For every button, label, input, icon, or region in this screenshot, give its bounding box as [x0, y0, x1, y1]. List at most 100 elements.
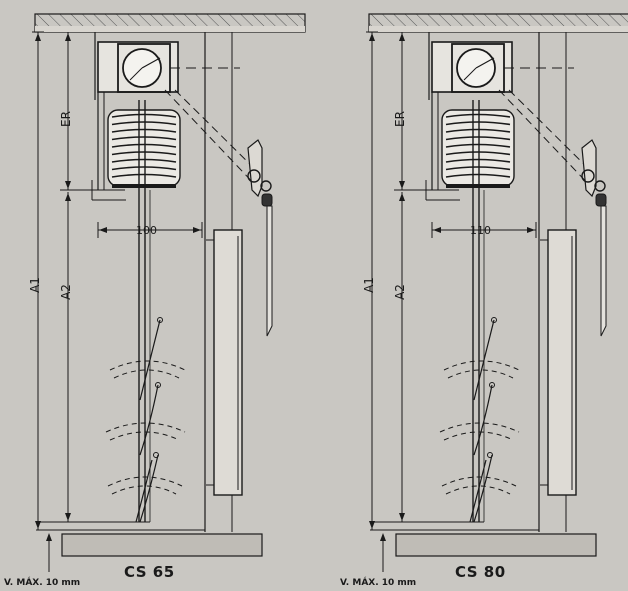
- slat-coil-line: [445, 173, 511, 178]
- winder-ring: [247, 169, 261, 183]
- slat-coil-line: [445, 136, 511, 141]
- slat-coil-line: [111, 136, 177, 141]
- cord-dash-line: [164, 89, 261, 191]
- arrowhead: [65, 33, 71, 41]
- strap-handle: [261, 193, 273, 207]
- swing-arc: [443, 431, 514, 441]
- slat-curve: [473, 454, 493, 523]
- ceiling-plaster: [35, 26, 305, 32]
- window-frame: [547, 229, 577, 496]
- slat-coil-line: [111, 173, 177, 178]
- strap-band: [600, 205, 607, 337]
- window-sill-block: [395, 533, 597, 557]
- swing-arc: [441, 476, 517, 487]
- window-sill-block: [61, 533, 263, 557]
- drawing-2: [366, 13, 628, 572]
- arrowhead: [380, 533, 386, 541]
- arrowhead: [99, 227, 107, 233]
- coil-bottom-bar: [446, 184, 510, 188]
- ceiling-plaster: [369, 26, 628, 32]
- cord-dash-line: [508, 89, 597, 177]
- slat-curve: [139, 384, 159, 456]
- arrowhead: [193, 227, 201, 233]
- cord-dash-line: [174, 89, 263, 177]
- drum-radius-line: [463, 67, 477, 81]
- slat-coil-line: [445, 158, 511, 163]
- winder-ring: [581, 169, 595, 183]
- a1-dimension-label-1: A1: [27, 277, 42, 293]
- slat-coil-line: [111, 158, 177, 163]
- slat-coil-line: [445, 166, 511, 171]
- slat-coil-line: [445, 128, 511, 133]
- slat-curve: [139, 454, 159, 523]
- cord-dash-line: [498, 89, 595, 191]
- arrowhead: [65, 181, 71, 189]
- slat-coil-line: [445, 151, 511, 156]
- arrowhead: [35, 33, 41, 41]
- arrowhead: [369, 33, 375, 41]
- arrowhead: [65, 193, 71, 201]
- arrowhead: [399, 193, 405, 201]
- slat-pivot: [489, 382, 495, 388]
- strap-band: [266, 205, 273, 337]
- slat-curve: [473, 384, 493, 456]
- slat-coil-line: [111, 121, 177, 126]
- slat-curve: [469, 459, 487, 523]
- arrowhead: [65, 513, 71, 521]
- slat-curve: [139, 319, 161, 401]
- winder-ring: [260, 180, 272, 192]
- slat-coil-line: [445, 113, 511, 118]
- arrowhead: [399, 33, 405, 41]
- drawing-1: [32, 13, 306, 572]
- strap-winder: [247, 139, 263, 198]
- slat-curve: [135, 459, 153, 523]
- coil-bottom-bar: [112, 184, 176, 188]
- slat-pivot: [155, 382, 161, 388]
- vmax-note-1: V. MÁX. 10 mm: [4, 578, 81, 588]
- vmax-note-2: V. MÁX. 10 mm: [340, 578, 417, 588]
- swing-arc: [105, 422, 186, 433]
- strap-handle: [595, 193, 607, 207]
- slat-curve: [473, 319, 495, 401]
- width-dimension-label-1: 100: [136, 224, 157, 237]
- strap-winder: [581, 139, 597, 198]
- arrowhead: [46, 533, 52, 541]
- slat-pivot: [487, 452, 493, 458]
- slat-pivot: [157, 317, 163, 323]
- slat-coil-line: [111, 143, 177, 148]
- drum-radius-line: [141, 57, 161, 69]
- arrowhead: [399, 513, 405, 521]
- a1-dimension-label-2: A1: [361, 277, 376, 293]
- slat-pivot: [491, 317, 497, 323]
- a2-dimension-label-2: A2: [392, 284, 407, 300]
- slat-coil-line: [445, 143, 511, 148]
- a2-dimension-label-1: A2: [58, 284, 73, 300]
- model-title-1: CS 65: [124, 563, 175, 581]
- width-dimension-label-2: 110: [470, 224, 491, 237]
- swing-arc: [107, 476, 183, 487]
- er-dimension-label-1: ER: [58, 111, 73, 127]
- slat-coil-line: [111, 166, 177, 171]
- arrowhead: [369, 521, 375, 529]
- er-dimension-label-2: ER: [392, 111, 407, 127]
- drum-radius-line: [129, 67, 143, 81]
- swing-arc: [439, 422, 520, 433]
- swing-arc: [109, 431, 180, 441]
- slat-coil-line: [111, 151, 177, 156]
- swing-arc: [443, 360, 520, 371]
- arrowhead: [527, 227, 535, 233]
- arrowhead: [35, 521, 41, 529]
- slat-coil-line: [111, 128, 177, 133]
- swing-arc: [109, 360, 186, 371]
- drum-radius-line: [475, 57, 495, 69]
- winder-ring: [594, 180, 606, 192]
- slat-pivot: [153, 452, 159, 458]
- arrowhead: [399, 181, 405, 189]
- slat-coil-line: [111, 113, 177, 118]
- window-frame: [213, 229, 243, 496]
- model-title-2: CS 80: [455, 563, 506, 581]
- arrowhead: [433, 227, 441, 233]
- slat-coil-line: [445, 121, 511, 126]
